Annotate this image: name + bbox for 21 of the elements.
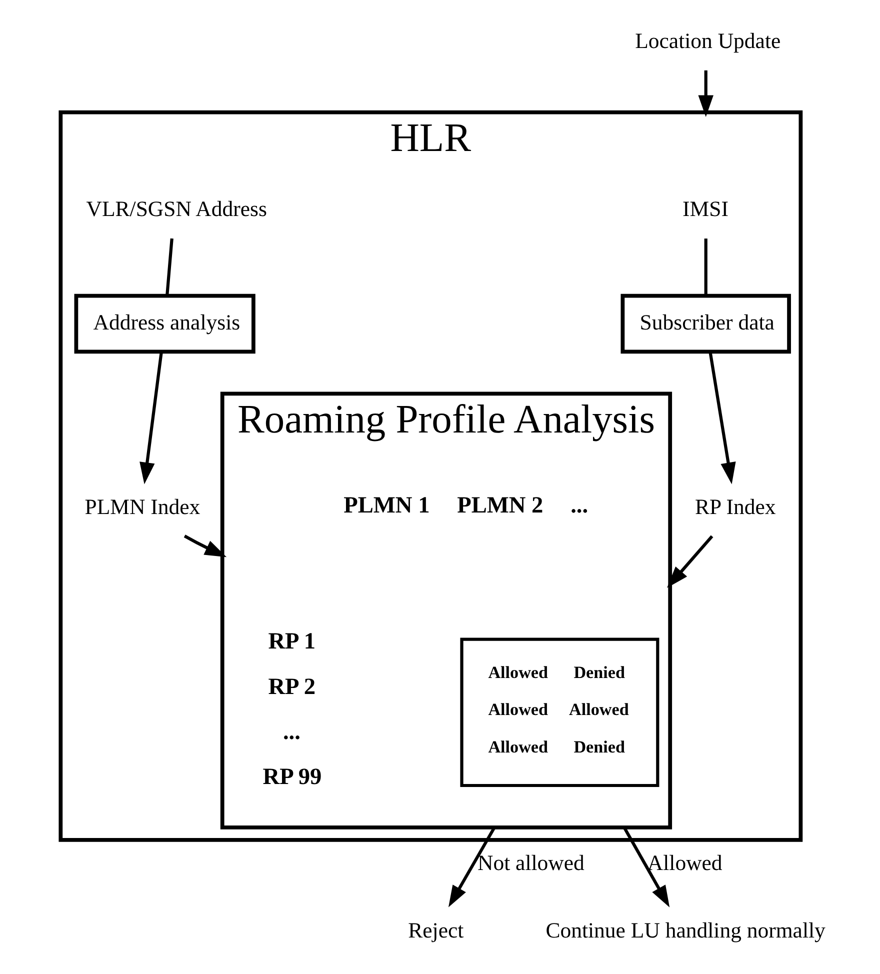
node-text: Continue LU handling normally [546, 918, 826, 942]
arrow [708, 352, 736, 484]
arrow [698, 70, 714, 118]
node-text: VLR/SGSN Address [86, 197, 267, 222]
arrow [667, 535, 714, 588]
node-text: PLMN Index [84, 494, 200, 519]
arrow [622, 826, 670, 908]
node-text: IMSI [682, 197, 728, 222]
edge-label: Not allowed [477, 850, 584, 875]
edge-label: Allowed [647, 850, 722, 875]
arrow [184, 534, 227, 558]
node-box: Subscriber data [620, 294, 791, 354]
arrow [448, 826, 496, 908]
node-text: Reject [408, 918, 464, 942]
node-text: Location Update [635, 29, 781, 54]
connector [166, 238, 174, 296]
arrow [140, 352, 163, 484]
node-box: Allowed Denied Allowed Allowed Allowed Denied [460, 638, 660, 788]
connector [704, 238, 708, 296]
node-text: RP Index [694, 494, 776, 519]
node-box: Address analysis [74, 294, 256, 354]
